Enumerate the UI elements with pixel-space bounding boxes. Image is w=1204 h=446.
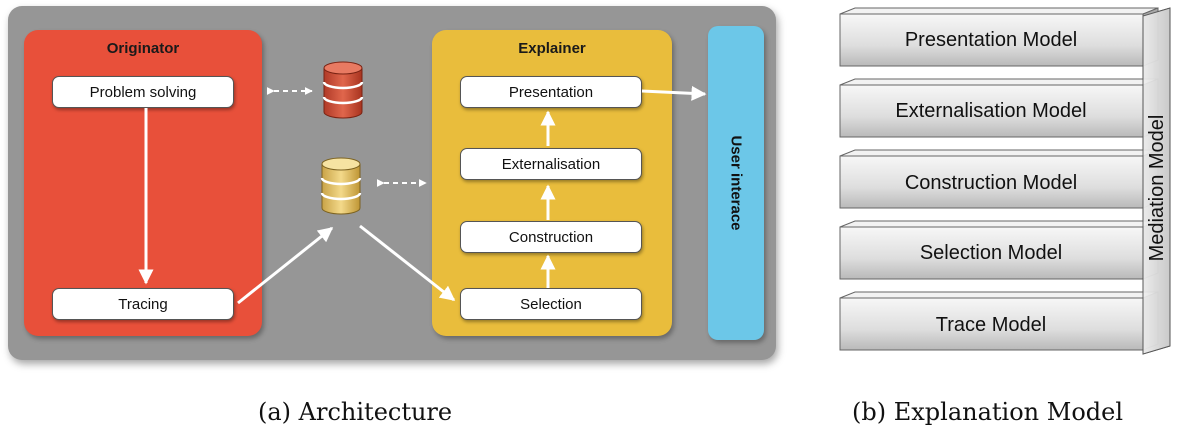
construction-box: Construction [460, 221, 642, 253]
layer-externalisation-model: Externalisation Model [839, 78, 1159, 138]
explanation-model-caption: (b) Explanation Model [852, 398, 1124, 426]
tracing-to-store-arrow [237, 226, 334, 305]
tracing-box: Tracing [52, 288, 234, 320]
originator-panel: Originator Problem solving Tracing [24, 30, 262, 336]
store-to-selection-arrow [359, 224, 456, 302]
mediation-model-label: Mediation Model [1146, 115, 1168, 262]
layer-trace-model: Trace Model [839, 291, 1159, 351]
database-icon [322, 61, 364, 119]
layer-label: Trace Model [936, 314, 1046, 336]
layer-construction-model: Construction Model [839, 149, 1159, 209]
layer-label: Construction Model [905, 172, 1077, 194]
problem-solving-box: Problem solving [52, 76, 234, 108]
originator-title: Originator [106, 40, 180, 57]
presentation-box: Presentation [460, 76, 642, 108]
architecture-caption: (a) Architecture [258, 398, 453, 426]
layer-label: Externalisation Model [895, 100, 1086, 122]
database-icon [320, 157, 362, 215]
externalisation-box: Externalisation [460, 148, 642, 180]
explainer-panel: Explainer Presentation Externalisation C… [432, 30, 672, 336]
user-interface-bar: User interace [708, 26, 764, 340]
layer-label: Selection Model [920, 242, 1062, 264]
explainer-title: Explainer [518, 40, 586, 57]
presentation-to-ui-arrow [641, 85, 707, 101]
layer-label: Presentation Model [905, 29, 1077, 51]
selection-box: Selection [460, 288, 642, 320]
explanation-model-stack: Presentation Model Externalisation Model… [839, 7, 1171, 355]
layer-selection-model: Selection Model [839, 220, 1159, 280]
layer-presentation-model: Presentation Model [839, 7, 1159, 67]
